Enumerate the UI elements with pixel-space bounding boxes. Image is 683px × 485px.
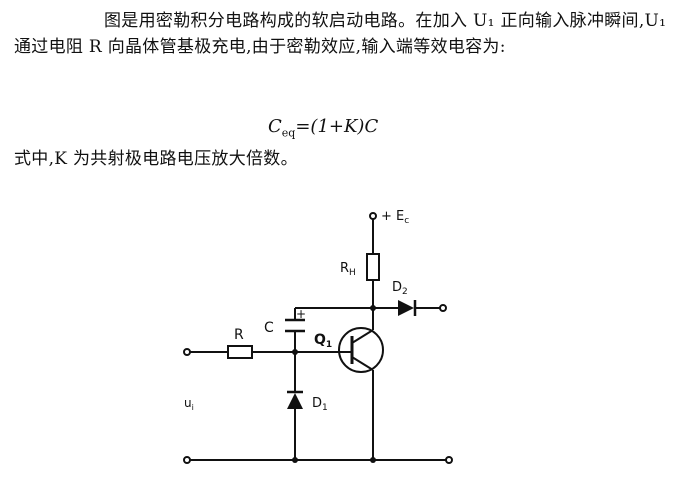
formula-lhs-subscript: eq bbox=[281, 126, 296, 140]
diode-d1-triangle bbox=[287, 393, 303, 409]
label-d2: D2 bbox=[392, 280, 408, 297]
formula-rhs: =(1+K)C bbox=[295, 116, 379, 137]
label-rh: RH bbox=[340, 261, 356, 278]
diode-d1 bbox=[287, 390, 303, 409]
label-c: C bbox=[264, 320, 274, 336]
ground-terminal bbox=[183, 456, 191, 464]
label-q1: Q1 bbox=[314, 332, 332, 350]
label-supply: + Ec bbox=[381, 209, 409, 226]
junction-base bbox=[292, 349, 298, 355]
junction-collector bbox=[370, 305, 376, 311]
formula-lhs: C bbox=[268, 116, 282, 137]
junction-emitter-ground bbox=[370, 457, 376, 463]
label-r: R bbox=[234, 327, 244, 343]
diode-d2-triangle bbox=[398, 300, 414, 316]
junction-d1-ground bbox=[292, 457, 298, 463]
transistor-emitter bbox=[351, 356, 374, 371]
description-paragraph: 图是用密勒积分电路构成的软启动电路。在加入 U₁ 正向输入脉冲瞬间,U₁ 通过电… bbox=[14, 8, 669, 60]
formula-explanation: 式中,K 为共射极电路电压放大倍数。 bbox=[14, 149, 298, 169]
label-d1: D1 bbox=[312, 396, 328, 413]
label-ui: ui bbox=[184, 396, 194, 412]
output-terminal bbox=[439, 304, 447, 312]
resistor-rh bbox=[366, 253, 380, 281]
transistor-q1 bbox=[338, 327, 384, 373]
ground-terminal-right bbox=[445, 456, 453, 464]
capacitor-c bbox=[285, 318, 305, 333]
formula: Ceq=(1+K)C bbox=[268, 116, 378, 140]
input-terminal bbox=[183, 348, 191, 356]
paragraph-text: 图是用密勒积分电路构成的软启动电路。在加入 U₁ 正向输入脉冲瞬间,U₁ 通过电… bbox=[14, 11, 667, 57]
diode-d2 bbox=[398, 300, 417, 316]
supply-terminal bbox=[369, 212, 377, 220]
label-cap-plus: + bbox=[296, 307, 306, 321]
resistor-r bbox=[227, 345, 253, 359]
transistor-collector bbox=[351, 329, 374, 344]
